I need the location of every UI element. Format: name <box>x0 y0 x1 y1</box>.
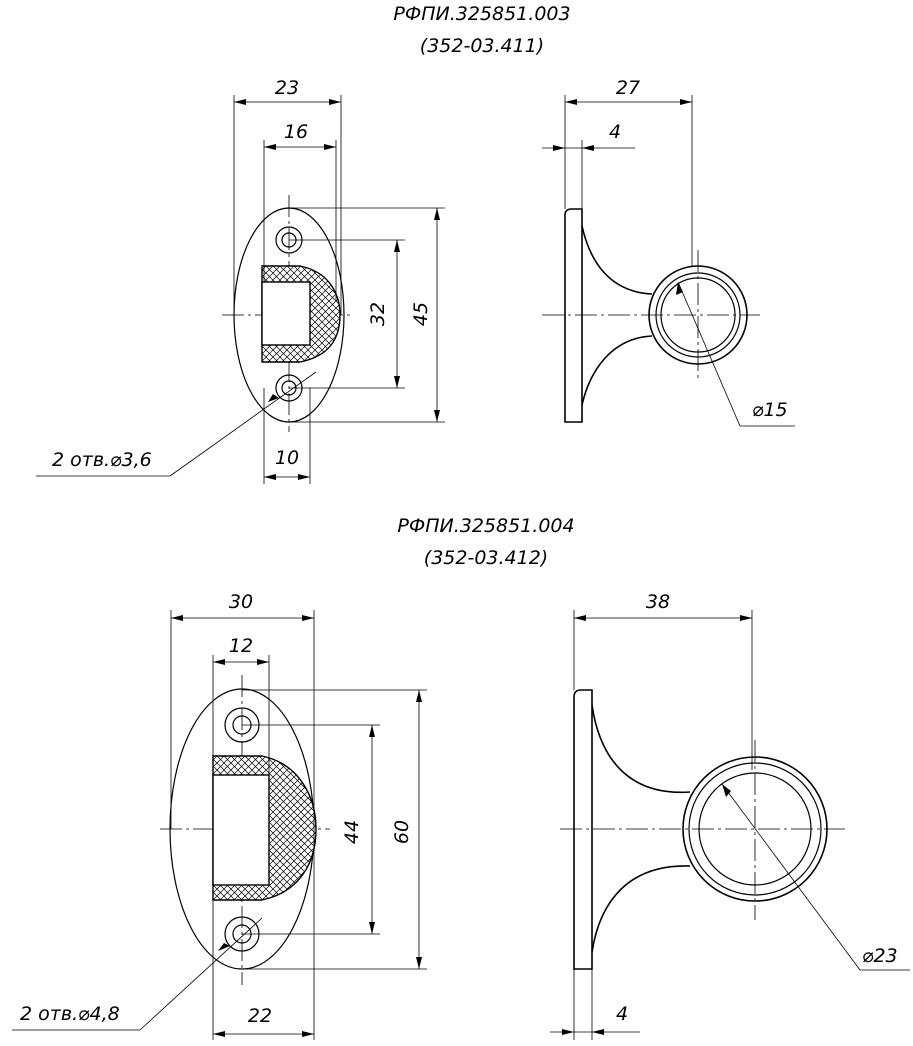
part2-front-dimensions <box>12 610 427 1040</box>
part2-dim-height: 60 <box>391 820 413 844</box>
part2-designation: РФПИ.325851.004 <box>397 515 574 537</box>
part1-dim-width: 23 <box>275 77 299 99</box>
part2-holes-label: 2 отв.⌀4,8 <box>20 1003 120 1025</box>
part1-code: (352-03.411) <box>420 35 544 57</box>
part2-dim-ring: ⌀23 <box>862 945 898 967</box>
part1-designation: РФПИ.325851.003 <box>393 3 570 25</box>
part1-dim-depth: 27 <box>616 77 640 99</box>
part1-side-view <box>542 95 795 427</box>
part1-front-view <box>222 195 350 432</box>
part2-side-view <box>550 610 910 1040</box>
part1-dim-hole-offset: 10 <box>275 447 299 469</box>
part2-dim-slot: 12 <box>229 635 253 657</box>
part2-dim-flange: 4 <box>616 1003 628 1025</box>
part1-dim-height: 45 <box>410 302 432 326</box>
part1-dim-slot: 16 <box>284 121 308 143</box>
part1-dim-hole-spacing: 32 <box>367 302 389 326</box>
part1-dim-ring: ⌀15 <box>752 399 788 421</box>
part2-dim-hole-spacing: 44 <box>341 820 363 844</box>
part2-dim-width: 30 <box>229 591 253 613</box>
part1-holes-label: 2 отв.⌀3,6 <box>52 449 152 471</box>
part2-dim-hole-offset: 22 <box>248 1005 272 1027</box>
part2-front-view <box>160 675 330 985</box>
part1-dim-flange: 4 <box>609 121 621 143</box>
part2-code: (352-03.412) <box>424 547 548 569</box>
part1-front-dimensions <box>36 95 445 484</box>
part2-dim-depth: 38 <box>646 591 670 613</box>
